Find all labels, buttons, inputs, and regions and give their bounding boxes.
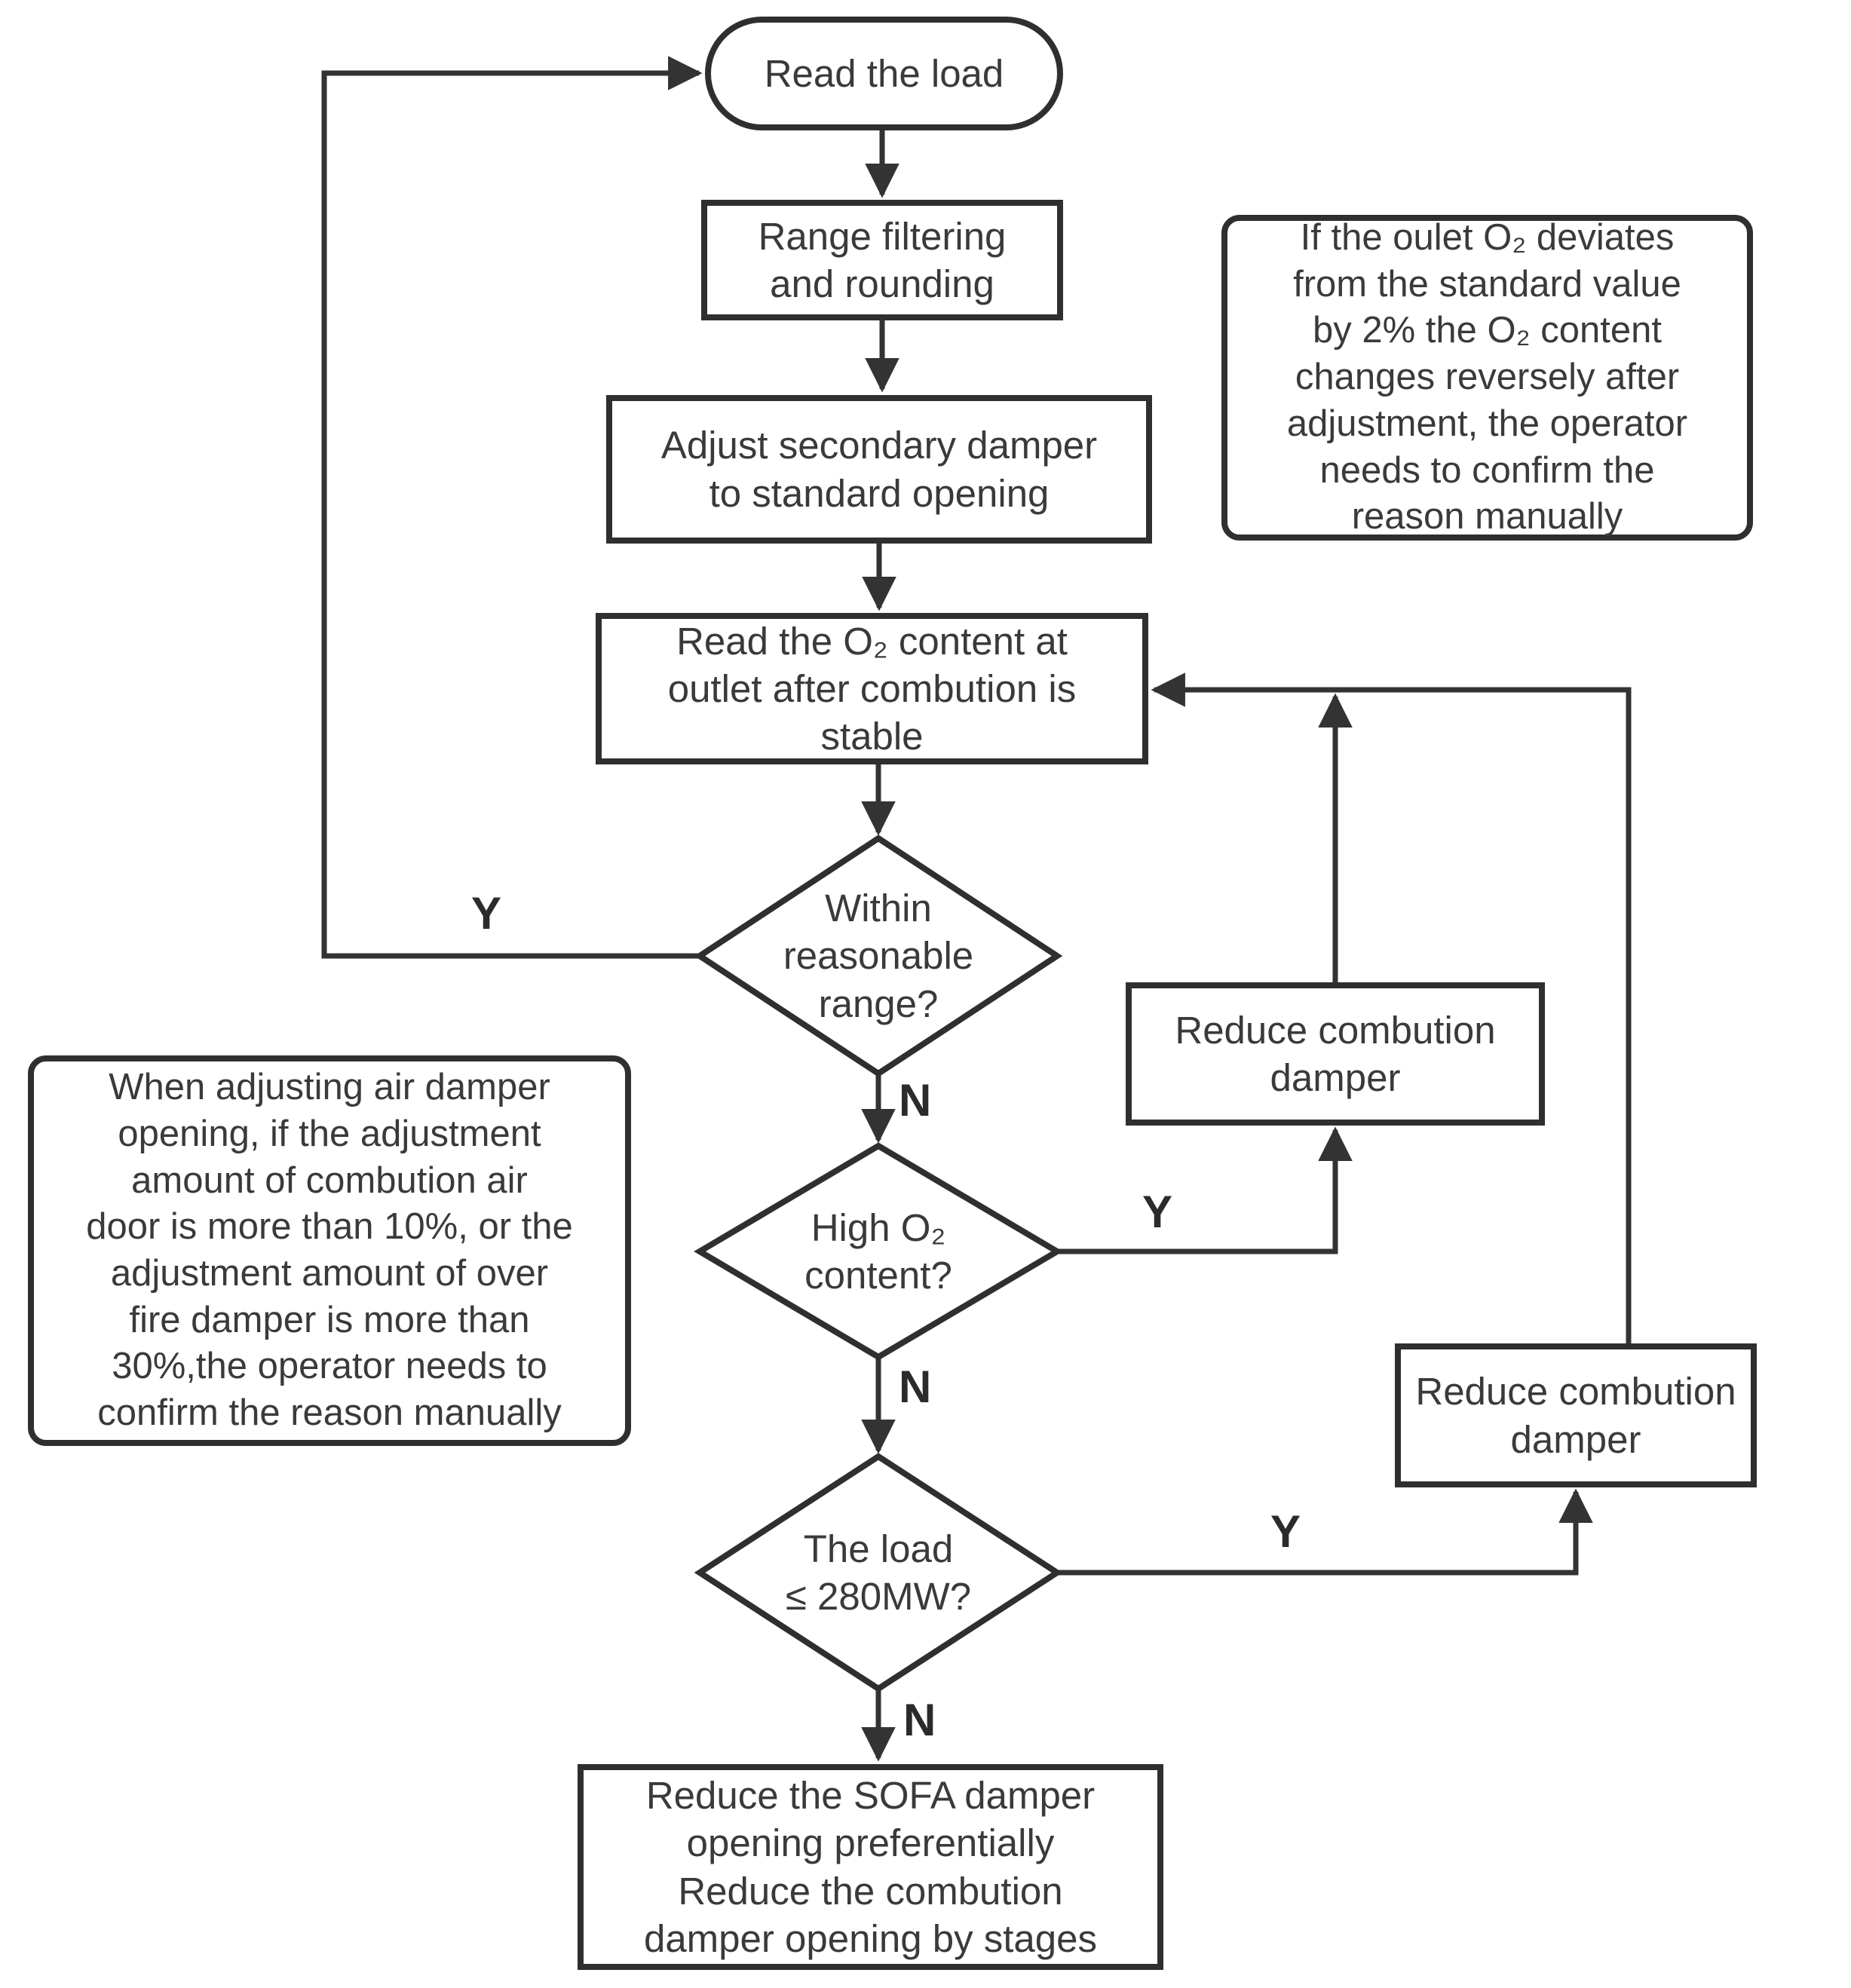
process-range-filtering: Range filtering and rounding [701, 200, 1063, 320]
decision-high-o2-shape [694, 1142, 1063, 1361]
edge-within-range-yes-feedback [321, 56, 703, 959]
decision-load-check-label: The load ≤ 280MW? [785, 1527, 972, 1618]
decision-load-check-shape [694, 1453, 1063, 1692]
branch-load-check-yes: Y [1270, 1506, 1301, 1557]
process-reduce-combution-damper-lower: Reduce combution damper [1395, 1343, 1757, 1487]
start-terminator: Read the load [705, 17, 1063, 130]
branch-within-range-no: N [899, 1075, 932, 1126]
branch-load-check-no: N [903, 1695, 936, 1745]
edge-reduce-lower-to-read-o2 [1151, 672, 1632, 1343]
process-read-o2-content: Read the O₂ content at outlet after comb… [596, 613, 1148, 764]
process-reduce-sofa-damper: Reduce the SOFA damper opening preferent… [578, 1764, 1163, 1970]
edge-load-check-yes [1057, 1488, 1593, 1576]
decision-within-range-label: Within reasonable range? [783, 887, 974, 1025]
process-adjust-secondary-damper: Adjust secondary damper to standard open… [606, 395, 1152, 544]
edge-high-o2-yes [1057, 1126, 1353, 1254]
note-o2-deviation: If the oulet O₂ deviates from the standa… [1221, 215, 1753, 541]
branch-within-range-yes: Y [471, 888, 502, 939]
note-damper-adjustment: When adjusting air damper opening, if th… [28, 1055, 631, 1446]
process-reduce-combution-damper-upper: Reduce combution damper [1126, 982, 1545, 1126]
decision-high-o2-label: High O₂ content? [804, 1205, 952, 1297]
branch-high-o2-no: N [899, 1362, 932, 1412]
branch-high-o2-yes: Y [1142, 1187, 1173, 1237]
decision-within-range-shape [694, 835, 1063, 1077]
